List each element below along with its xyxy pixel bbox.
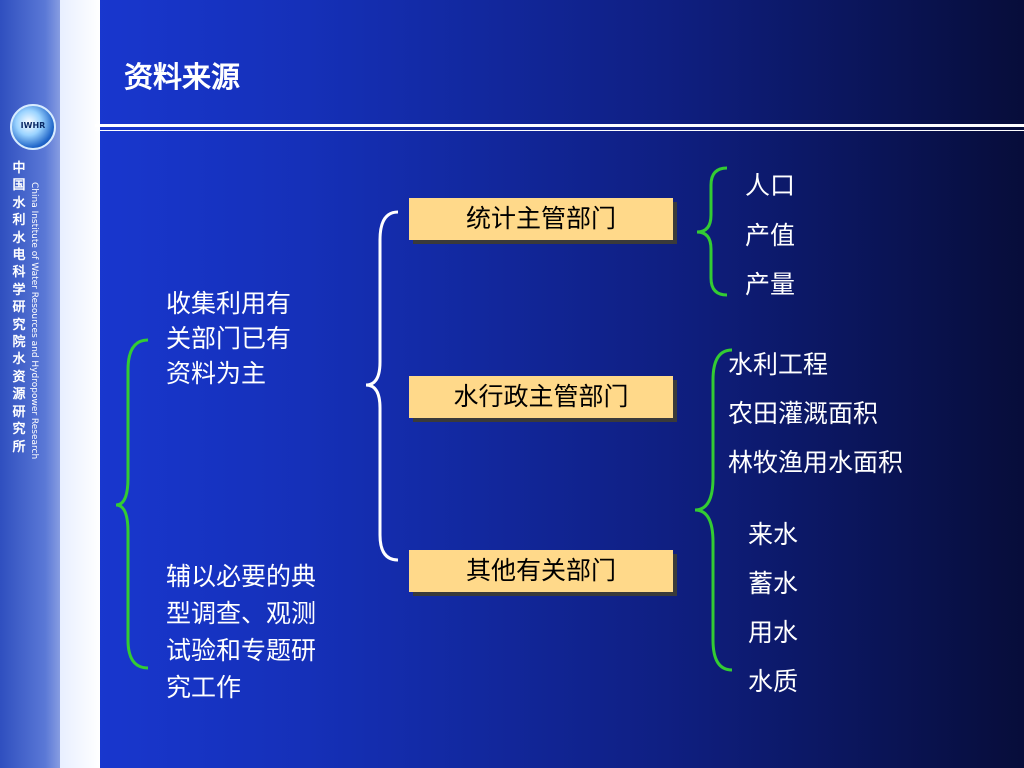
title-rule-thin (95, 130, 1024, 131)
org-name-cn: 中国水利水电科学研究院水资源研究所 (12, 161, 26, 455)
slide-title: 资料来源 (124, 60, 241, 94)
left-text-collect-line: 收集利用有 (166, 289, 292, 318)
dept-other: 其他有关部门 (409, 550, 673, 592)
water-admin-item: 水利工程 (728, 350, 829, 379)
water-admin-item: 农田灌溉面积 (728, 399, 879, 428)
left-text-collect: 收集利用有 关部门已有 资料为主 (166, 286, 291, 391)
other-item: 蓄水 (748, 569, 799, 598)
dept-water-admin: 水行政主管部门 (409, 376, 673, 418)
left-text-supplement: 辅以必要的典 型调查、观测 试验和专题研 究工作 (166, 558, 316, 706)
left-text-collect-line: 关部门已有 (166, 324, 292, 353)
title-rule-thick (95, 124, 1024, 127)
other-item: 水质 (748, 667, 799, 696)
stat-item: 产量 (745, 270, 796, 299)
other-item: 用水 (748, 618, 799, 647)
sidebar-strip (60, 0, 100, 768)
water-admin-item: 林牧渔用水面积 (728, 448, 904, 477)
left-text-supplement-line: 型调查、观测 (166, 599, 317, 628)
stat-item: 产值 (745, 221, 796, 250)
green-brace-left (115, 338, 149, 670)
green-brace-water (694, 348, 733, 672)
white-brace-middle (365, 210, 399, 562)
stat-item: 人口 (745, 171, 796, 200)
left-text-supplement-line: 试验和专题研 (166, 636, 317, 665)
dept-statistics: 统计主管部门 (409, 198, 673, 240)
green-brace-stat (696, 166, 728, 297)
other-item: 来水 (748, 520, 799, 549)
institute-logo: IWHR (10, 104, 56, 150)
logo-text: IWHR (20, 121, 46, 130)
left-text-supplement-line: 辅以必要的典 (166, 562, 317, 591)
left-text-collect-line: 资料为主 (166, 359, 267, 388)
left-text-supplement-line: 究工作 (166, 673, 242, 702)
